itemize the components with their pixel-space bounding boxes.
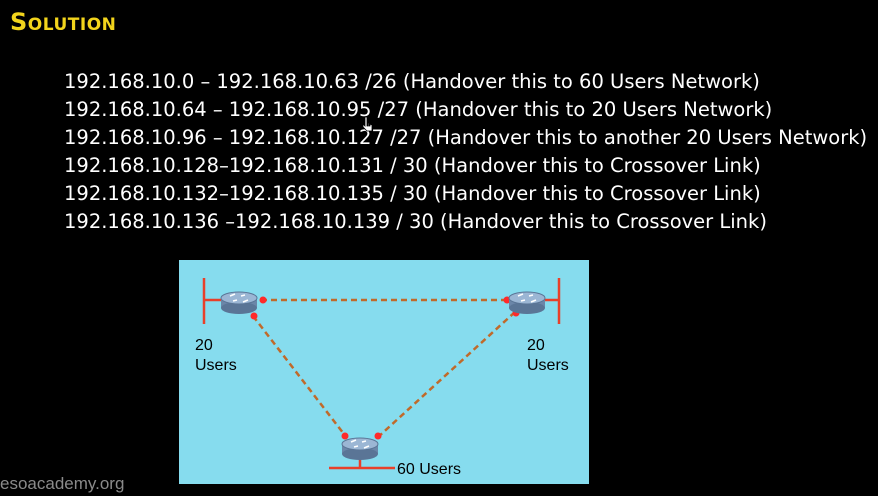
link-endpoint [250, 312, 258, 320]
link-endpoint [374, 432, 382, 440]
subnet-line-3: 192.168.10.96 – 192.168.10.127 /27 (Hand… [64, 126, 868, 149]
left-users-label: 20 Users [195, 337, 237, 374]
right-users-label: 20 Users [527, 337, 569, 374]
subnet-line-5: 192.168.10.132–192.168.10.135 / 30 (Hand… [64, 182, 761, 205]
link-right-bottom [376, 311, 516, 439]
subnet-line-1: 192.168.10.0 – 192.168.10.63 /26 (Handov… [64, 70, 760, 93]
link-endpoint [259, 296, 267, 304]
network-diagram: 20 Users 20 Users 60 Users [179, 260, 589, 484]
router-icon [508, 291, 546, 314]
link-endpoint [341, 432, 349, 440]
router-icon [220, 291, 258, 314]
subnet-line-2: 192.168.10.64 – 192.168.10.95 /27 (Hando… [64, 98, 773, 121]
watermark: esoacademy.org [0, 474, 125, 493]
slide-title: Solution [10, 8, 117, 36]
subnet-list: 192.168.10.0 – 192.168.10.63 /26 (Handov… [64, 68, 867, 236]
subnet-line-4: 192.168.10.128–192.168.10.131 / 30 (Hand… [64, 154, 761, 177]
topology-svg [202, 278, 561, 470]
bottom-users-label: 60 Users [397, 461, 462, 478]
link-left-bottom [252, 315, 348, 439]
router-icon [341, 437, 379, 460]
mouse-cursor-icon [362, 116, 373, 132]
subnet-line-6: 192.168.10.136 –192.168.10.139 / 30 (Han… [64, 210, 767, 233]
